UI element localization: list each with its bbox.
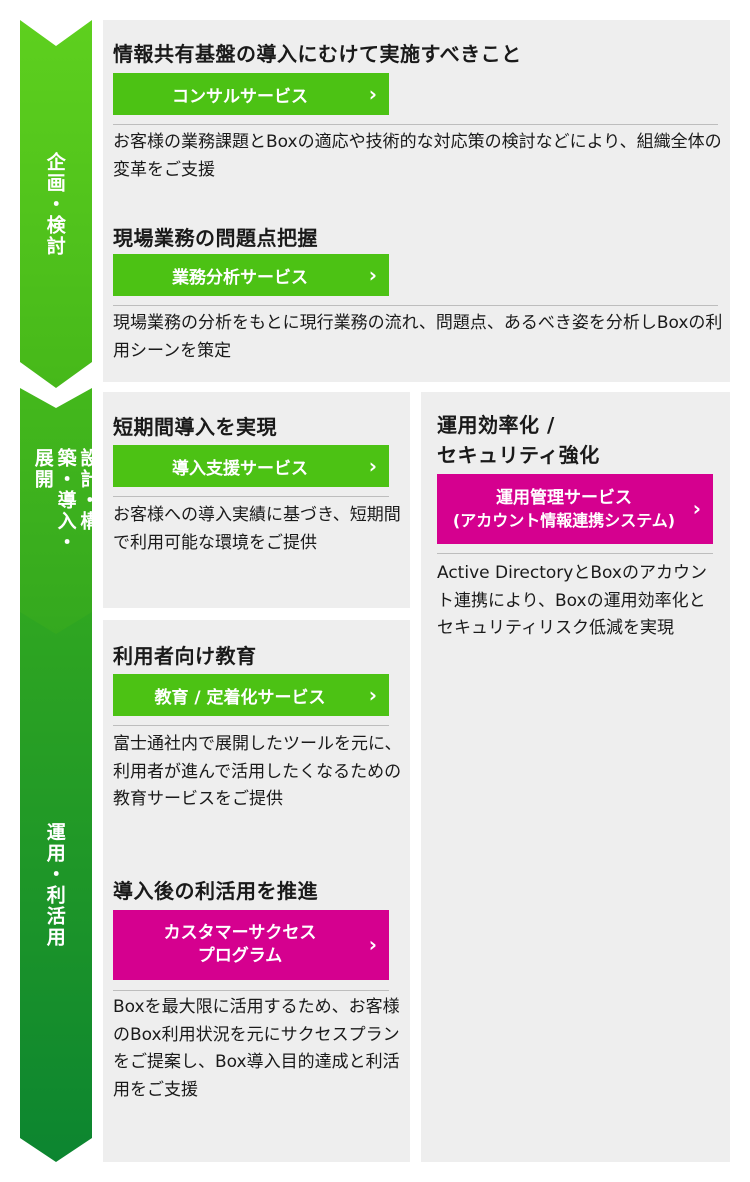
block-desc-business-analysis: 現場業務の分析をもとに現行業務の流れ、問題点、あるべき姿を分析しBoxの利用シー… <box>113 313 723 361</box>
block-desc-consulting: お客様の業務課題とBoxの適応や技術的な対応策の検討などにより、組織全体の変革を… <box>113 132 722 180</box>
chevron-right-icon: › <box>368 454 377 478</box>
block-desc-education: 富士通社内で展開したツールを元に、利用者が進んで活用したくなるための教育サービス… <box>113 734 402 810</box>
arrow-shape <box>20 20 92 388</box>
divider <box>437 553 713 554</box>
divider <box>113 496 389 497</box>
business-analysis-service-button[interactable]: 業務分析サービス › <box>113 254 389 296</box>
phase-arrow-operation <box>20 612 92 1162</box>
chevron-right-icon: › <box>368 82 377 106</box>
block-desc-operations: Active DirectoryとBoxのアカウント連携により、Boxの運用効率… <box>437 563 707 639</box>
block-title-operations-line2: セキュリティ強化 <box>437 443 600 467</box>
deployment-support-service-button[interactable]: 導入支援サービス › <box>113 445 389 487</box>
customer-success-program-button[interactable]: カスタマーサクセス プログラム › <box>113 910 389 980</box>
block-title-business-analysis: 現場業務の問題点把握 <box>113 226 318 250</box>
divider <box>113 124 718 125</box>
phase-label-build: 設計・構築・導入・展開 <box>31 448 100 553</box>
chevron-right-icon: › <box>368 683 377 707</box>
divider <box>113 305 718 306</box>
phase-label-operation: 運用・利活用 <box>43 822 66 948</box>
chevron-right-icon: › <box>368 263 377 287</box>
chevron-right-icon: › <box>692 496 701 521</box>
button-label-line1: カスタマーサクセス <box>163 923 317 944</box>
phase-label-planning: 企画・検討 <box>43 152 66 257</box>
operations-management-service-button[interactable]: 運用管理サービス (アカウント情報連携システム) › <box>437 474 713 544</box>
panel-deployment <box>103 392 410 608</box>
divider <box>113 990 389 991</box>
button-label: コンサルサービス <box>172 86 308 107</box>
phase-arrow-build <box>20 388 92 638</box>
consulting-service-button[interactable]: コンサルサービス › <box>113 73 389 115</box>
divider <box>113 725 389 726</box>
arrow-shape <box>20 388 92 638</box>
block-title-customer-success: 導入後の利活用を推進 <box>113 879 318 903</box>
block-title-operations-line1: 運用効率化 / <box>437 413 555 437</box>
block-title-education: 利用者向け教育 <box>113 644 257 668</box>
block-title-consulting: 情報共有基盤の導入にむけて実施すべきこと <box>113 42 522 66</box>
block-desc-deployment: お客様への導入実績に基づき、短期間で利用可能な環境をご提供 <box>113 505 401 553</box>
button-label: 導入支援サービス <box>172 458 308 479</box>
block-desc-customer-success: Boxを最大限に活用するため、お客様のBox利用状況を元にサクセスプランをご提案… <box>113 997 400 1100</box>
arrow-shape <box>20 612 92 1162</box>
phase-arrow-planning <box>20 20 92 388</box>
education-service-button[interactable]: 教育 / 定着化サービス › <box>113 674 389 716</box>
chevron-right-icon: › <box>368 932 377 957</box>
button-label-line2: プログラム <box>197 946 283 966</box>
block-title-deployment: 短期間導入を実現 <box>113 415 277 439</box>
button-label-line1: 運用管理サービス <box>496 487 632 508</box>
button-label: 業務分析サービス <box>172 267 308 288</box>
button-label-line2: (アカウント情報連携システム) <box>452 510 676 530</box>
button-label: 教育 / 定着化サービス <box>154 687 326 708</box>
